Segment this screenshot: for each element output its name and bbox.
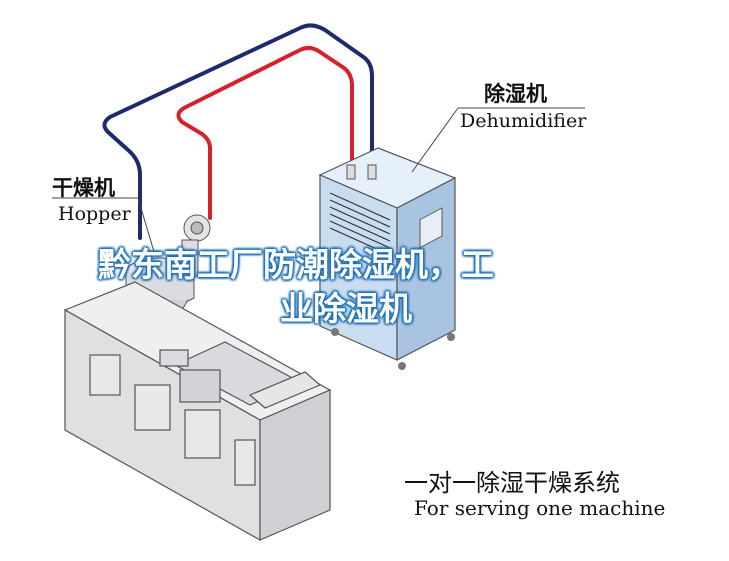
vent-grille [329, 192, 391, 256]
hopper-label-cn: 干燥机 [52, 176, 115, 200]
caster-wheel [447, 333, 455, 341]
overlay-title: 黔东南工厂防潮除湿机，工 业除湿机 [98, 243, 658, 331]
return-pipe-dark [102, 23, 374, 240]
dehumidifier-cabinet [318, 147, 457, 370]
caster-wheel [398, 362, 406, 370]
overlay-title-line1: 黔东南工厂防潮除湿机，工 [98, 245, 494, 284]
caption-en: For serving one machine [414, 496, 666, 520]
dehumidifier-label-en: Dehumidifier [460, 110, 587, 132]
overlay-title-line2: 业除湿机 [280, 289, 412, 328]
caption-cn: 一对一除湿干燥系统 [404, 469, 620, 497]
dehumidifier-label-cn: 除湿机 [484, 82, 547, 106]
supply-pipe-red [176, 45, 354, 220]
control-panel [419, 207, 443, 249]
caster-wheel [331, 328, 339, 336]
pipes [102, 23, 374, 240]
leader-lines [52, 107, 585, 256]
hopper-label-en: Hopper [58, 203, 131, 225]
molding-machine [63, 281, 332, 542]
